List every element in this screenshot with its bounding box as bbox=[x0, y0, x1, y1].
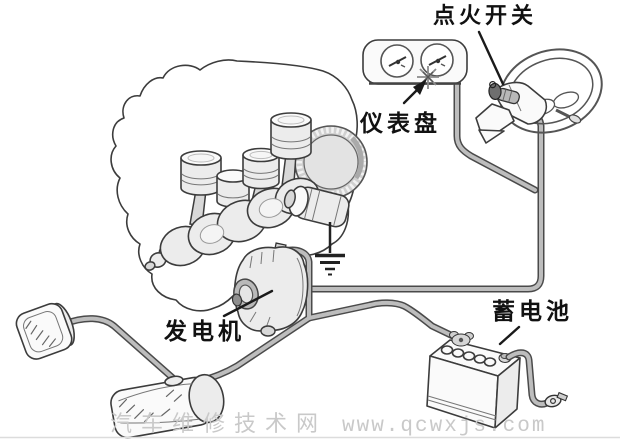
turn-signal-stalk bbox=[555, 108, 582, 124]
engine-assembly bbox=[110, 59, 368, 312]
watermark-site-name: 汽车维修技术网 bbox=[110, 411, 327, 436]
instrument-panel bbox=[362, 39, 468, 89]
steering-assembly bbox=[475, 48, 603, 144]
label-alternator: 发电机 bbox=[163, 318, 245, 344]
flywheel-ring-gear bbox=[294, 125, 368, 199]
leader-ignition-switch bbox=[477, 30, 505, 86]
ignition-key bbox=[488, 81, 520, 105]
annotations: 点火开关 仪表盘 发电机 蓄电池 bbox=[163, 3, 573, 346]
gauge-right bbox=[420, 43, 454, 77]
label-battery: 蓄电池 bbox=[492, 298, 573, 324]
alternator-body bbox=[233, 246, 309, 332]
piston-4 bbox=[270, 112, 312, 160]
leader-instrument-panel bbox=[402, 79, 427, 105]
crankshaft bbox=[144, 177, 320, 271]
piston-3 bbox=[242, 147, 280, 190]
headlight-upper bbox=[15, 302, 75, 360]
battery-terminal-positive bbox=[449, 331, 474, 347]
watermark-url: www.qcwxjs.com bbox=[342, 415, 546, 438]
charge-warning-spark bbox=[417, 66, 439, 89]
watermark: 汽车维修技术网 www.qcwxjs.com bbox=[0, 411, 620, 439]
starter-motor bbox=[283, 185, 350, 228]
headlight-lower bbox=[110, 373, 225, 439]
ground-symbol bbox=[315, 222, 345, 276]
leader-alternator bbox=[222, 289, 274, 318]
label-instrument-panel: 仪表盘 bbox=[359, 110, 441, 136]
gauge-left bbox=[380, 44, 414, 78]
driver-hand bbox=[475, 103, 515, 144]
leader-battery bbox=[498, 325, 521, 346]
battery-ground-cable bbox=[505, 349, 569, 408]
piston-2 bbox=[216, 169, 250, 208]
label-ignition-switch: 点火开关 bbox=[433, 3, 537, 28]
battery-cell-caps bbox=[440, 345, 497, 367]
piston-1 bbox=[180, 150, 222, 196]
battery bbox=[426, 331, 569, 429]
